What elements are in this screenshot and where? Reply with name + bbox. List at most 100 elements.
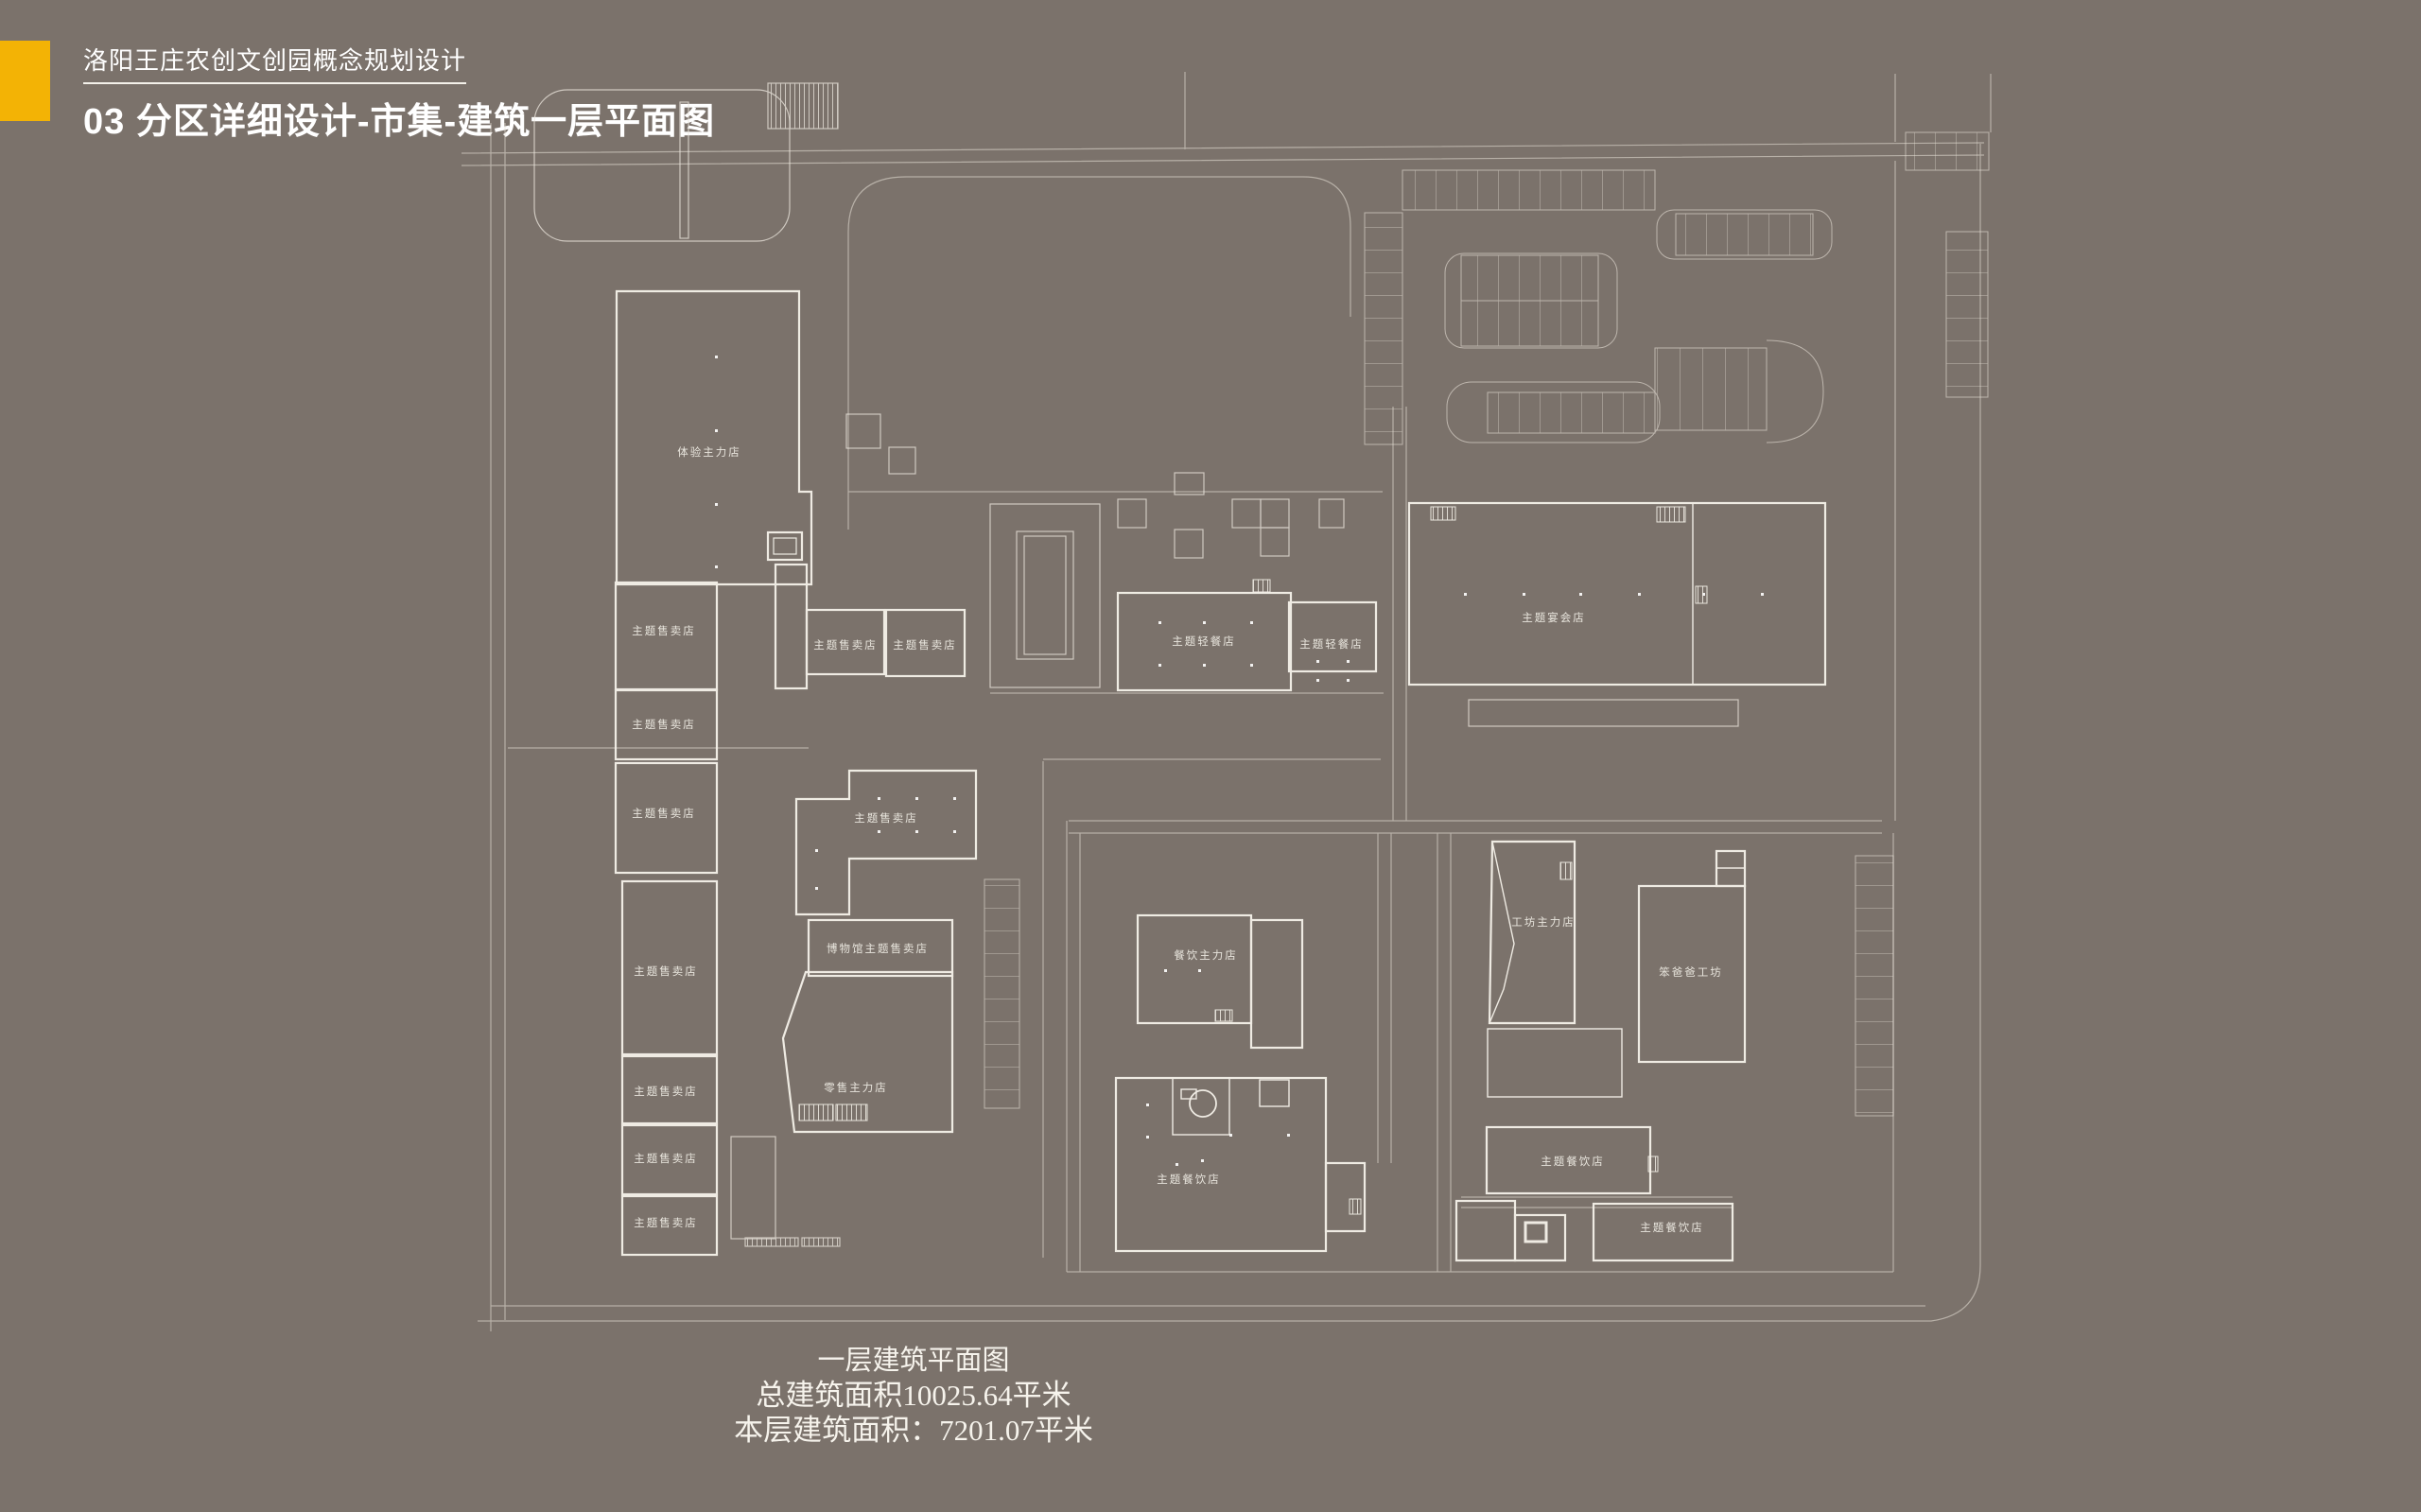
stairs-icon (798, 1104, 834, 1121)
caption-total-area: 总建筑面积10025.64平米 (756, 1379, 1071, 1412)
road-corridor (1461, 1196, 1733, 1208)
stairs-icon (1656, 506, 1686, 523)
road-cluster-v (1066, 821, 1894, 1272)
micro-caption-strip (744, 1237, 799, 1247)
pool-inner (1023, 535, 1067, 655)
sw-structure (730, 1136, 776, 1240)
parking-row (1855, 855, 1894, 1117)
stairs-icon (1349, 1198, 1362, 1215)
building-room (1172, 1077, 1230, 1136)
pool-mid (1016, 530, 1074, 660)
planter (1260, 527, 1290, 557)
hatched-structure (767, 82, 839, 130)
stairs-icon (1252, 579, 1271, 593)
building-outline-retail-1 (614, 581, 719, 691)
building-outline-retail-5 (620, 1054, 719, 1125)
road-bottom (478, 1264, 1981, 1322)
building-outline-workshop-anchor (1488, 840, 1576, 1025)
building-outline-dining-anchor (1136, 913, 1253, 1025)
planter (1117, 498, 1147, 529)
building-outline-slab (1487, 1028, 1623, 1098)
parking-row (1364, 212, 1403, 445)
micro-caption-strip (801, 1237, 841, 1247)
stairs-icon (1214, 1009, 1233, 1022)
building-outline-kiosk (766, 530, 804, 562)
header: 洛阳王庄农创文创园概念规划设计 03 分区详细设计-市集-建筑一层平面图 (83, 42, 715, 144)
project-title: 洛阳王庄农创文创园概念规划设计 (83, 42, 467, 84)
page-title: 03 分区详细设计-市集-建筑一层平面图 (83, 102, 716, 142)
road-mid-h3 (508, 747, 1381, 760)
terrace (1468, 699, 1739, 727)
caption-title: 一层建筑平面图 (817, 1346, 1010, 1376)
building-outline-retail-9 (884, 608, 967, 678)
pool-outer (989, 503, 1101, 688)
building-outline-connector (1454, 1199, 1517, 1262)
road-top (461, 142, 1985, 166)
parking-row (1905, 131, 1990, 171)
parking-row (1675, 213, 1814, 256)
accent-square (0, 41, 50, 121)
landscape-features (533, 82, 1739, 1247)
stairs-icon (1647, 1156, 1659, 1173)
parking-lane-outline (1656, 209, 1833, 260)
building-outline-experience-anchor (615, 289, 813, 586)
parking-areas (984, 131, 1990, 1117)
building-outline-banquet (1407, 501, 1827, 686)
road-plaza-curve (847, 176, 1351, 530)
building-outline-retail-6 (620, 1123, 719, 1196)
parking-row (984, 878, 1020, 1109)
road-stub-1 (1184, 72, 1992, 149)
building-outline-retail-4 (620, 879, 719, 1056)
parking-row (1654, 347, 1768, 431)
kiln-square (1180, 1088, 1197, 1100)
building-room (1259, 1079, 1290, 1107)
parking-row (1487, 391, 1656, 434)
stairs-icon (1695, 585, 1708, 604)
kiln-circle (1189, 1089, 1217, 1118)
building-outline-light-dining-small (1287, 600, 1378, 673)
planter (845, 413, 881, 449)
building-outline-museum-retail (807, 918, 954, 978)
bridge-bar (679, 101, 689, 239)
building-outline-theme-dining-e1 (1485, 1125, 1652, 1195)
building-wall-workshop-fold (1489, 841, 1515, 1024)
buildings (614, 289, 1827, 1262)
drawing-caption: 一层建筑平面图 总建筑面积10025.64平米 本层建筑面积：7201.07平米 (734, 1344, 1093, 1448)
building-outline-retail-7 (620, 1194, 719, 1257)
road-cluster-h (1069, 820, 1882, 834)
building-outline-retail-L (794, 769, 978, 916)
parking-row (1945, 231, 1989, 398)
building-outline-dining-anchor-wing (1249, 918, 1304, 1050)
stairs-icon (835, 1104, 868, 1121)
building-outline-retail-2 (614, 688, 719, 761)
planter (1231, 498, 1262, 529)
road-left (490, 123, 506, 1331)
road-network (461, 72, 1992, 1331)
parking-lane-outline (1444, 252, 1618, 349)
stairs-icon (1430, 506, 1456, 521)
building-outline-retail-3 (614, 761, 719, 875)
building-outline-benbaba (1637, 884, 1747, 1064)
building-outline-square-pavilion-core (1524, 1221, 1548, 1243)
building-outline-theme-dining-e2 (1592, 1202, 1734, 1262)
planter (1174, 529, 1204, 559)
planter (1260, 498, 1290, 529)
building-outline-light-dining-large (1116, 591, 1293, 692)
building-outline-corridor (774, 563, 809, 690)
stairs-icon (1559, 861, 1573, 880)
building-outline-retail-8 (805, 608, 886, 676)
planter (888, 446, 916, 475)
road-stub-rect (1174, 472, 1205, 495)
parking-row (1402, 169, 1656, 211)
building-outline-theme-dining-annex (1324, 1161, 1367, 1233)
structure-columns (715, 356, 1764, 1166)
caption-floor-area: 本层建筑面积：7201.07平米 (734, 1414, 1093, 1447)
road-banquet-v (1392, 161, 1896, 821)
pond (533, 89, 791, 242)
planter (1318, 498, 1345, 529)
stair-icons (798, 506, 1708, 1215)
parking-lane-curve (1766, 339, 1824, 443)
building-outline-kiosk-inner (773, 537, 797, 555)
